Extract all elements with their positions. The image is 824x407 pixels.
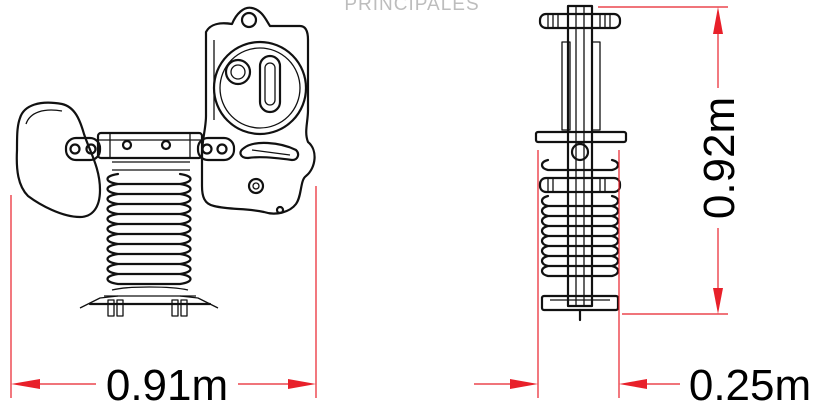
handle-disc: [212, 40, 308, 136]
side-spring: [540, 158, 620, 278]
dimension-width-front: 0.91m: [10, 186, 317, 407]
dimension-height: 0.92m: [598, 6, 744, 315]
seat-back-shape: [15, 101, 102, 219]
side-view-rider: [534, 4, 628, 322]
head-panel: [200, 6, 316, 215]
foot-handle-bar: [538, 176, 622, 194]
dimension-width-front-label: 0.91m: [106, 361, 228, 407]
front-base: [79, 286, 219, 317]
seat-bar: [96, 131, 204, 160]
dimension-width-side-label: 0.25m: [689, 361, 811, 407]
dimension-width-side: 0.25m: [474, 150, 811, 407]
front-view-rider: [15, 6, 316, 317]
front-spring: [106, 161, 192, 286]
top-caption: PRINCIPALES: [344, 0, 479, 15]
top-handle-bar: [538, 12, 622, 30]
side-panel: [566, 4, 594, 308]
dimension-height-label: 0.92m: [695, 97, 744, 219]
side-base: [540, 294, 620, 312]
side-seat: [534, 130, 628, 144]
